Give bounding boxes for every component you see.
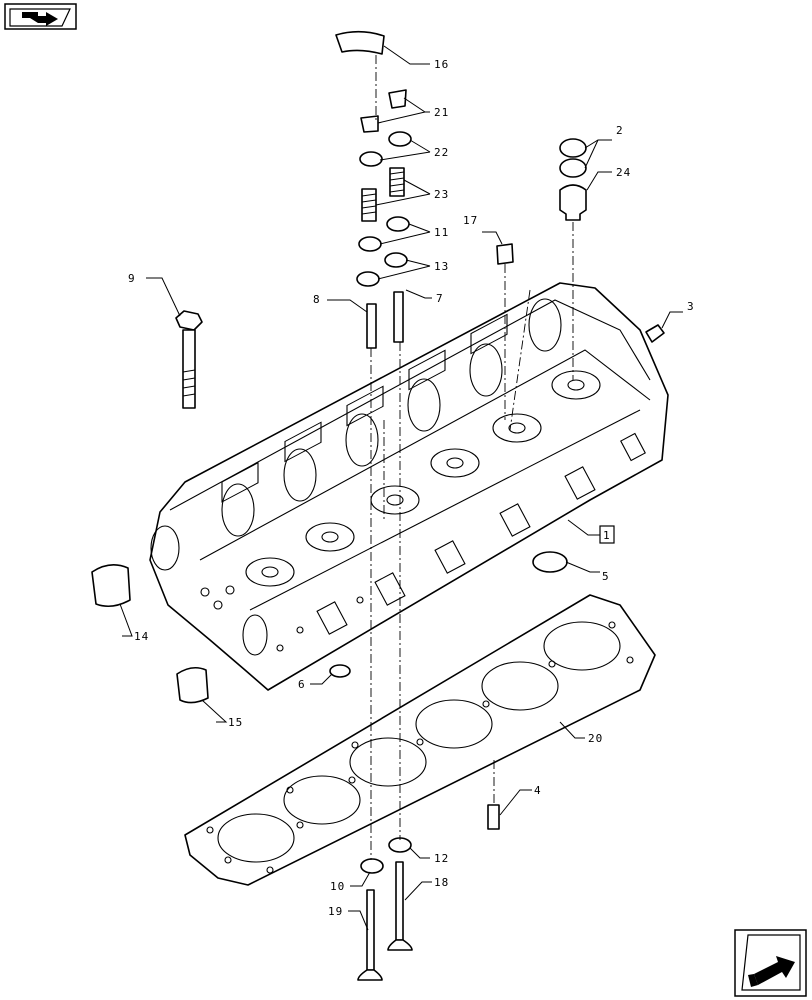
label-1: 1: [603, 529, 611, 542]
label-23: 23: [434, 188, 449, 201]
part-18: [387, 861, 413, 951]
part-22b: [359, 151, 383, 167]
part-13b: [356, 271, 380, 287]
label-10: 10: [330, 880, 345, 893]
book-nav-icon[interactable]: [4, 3, 77, 30]
part-23: [361, 167, 405, 222]
part-19: [357, 889, 383, 981]
part-6: [329, 664, 351, 678]
label-3: 3: [687, 300, 695, 313]
part-12: [388, 837, 412, 853]
part-16: [335, 30, 385, 55]
assembly-lines: [370, 55, 574, 860]
part-8: [366, 303, 377, 349]
label-18: 18: [434, 876, 449, 889]
label-2: 2: [616, 124, 624, 137]
part-3: [645, 324, 665, 343]
part-24: [559, 184, 587, 221]
part-14: [91, 564, 131, 608]
leader-lines: [119, 45, 683, 931]
part-11a: [386, 216, 410, 232]
next-page-arrow-icon[interactable]: [734, 929, 807, 997]
label-16: 16: [434, 58, 449, 71]
cylinder-head: [149, 282, 669, 691]
part-15: [176, 666, 209, 704]
label-20: 20: [588, 732, 603, 745]
part-13a: [384, 252, 408, 268]
part-21a: [388, 89, 407, 109]
part-9: [175, 310, 203, 409]
label-5: 5: [602, 570, 610, 583]
part-11b: [358, 236, 382, 252]
label-22: 22: [434, 146, 449, 159]
label-24: 24: [616, 166, 631, 179]
ref-1-box: [599, 525, 615, 544]
part-5: [532, 551, 568, 573]
label-13: 13: [434, 260, 449, 273]
part-2b: [559, 158, 587, 178]
label-4: 4: [534, 784, 542, 797]
label-15: 15: [228, 716, 243, 729]
label-8: 8: [313, 293, 321, 306]
part-17: [496, 243, 514, 265]
part-10: [360, 858, 384, 874]
part-22a: [388, 131, 412, 147]
reference-labels: 16 21 22 23 11 13 7 8 17 2 24 3 9 1 5 6 …: [128, 58, 695, 918]
head-gasket: [184, 594, 656, 886]
part-7: [393, 291, 404, 343]
label-12: 12: [434, 852, 449, 865]
part-2a: [559, 138, 587, 158]
label-6: 6: [298, 678, 306, 691]
label-11: 11: [434, 226, 449, 239]
label-19: 19: [328, 905, 343, 918]
label-14: 14: [134, 630, 149, 643]
label-17: 17: [463, 214, 478, 227]
part-4: [487, 804, 500, 830]
part-21b: [360, 115, 379, 133]
label-21: 21: [434, 106, 449, 119]
label-7: 7: [436, 292, 444, 305]
label-9: 9: [128, 272, 136, 285]
